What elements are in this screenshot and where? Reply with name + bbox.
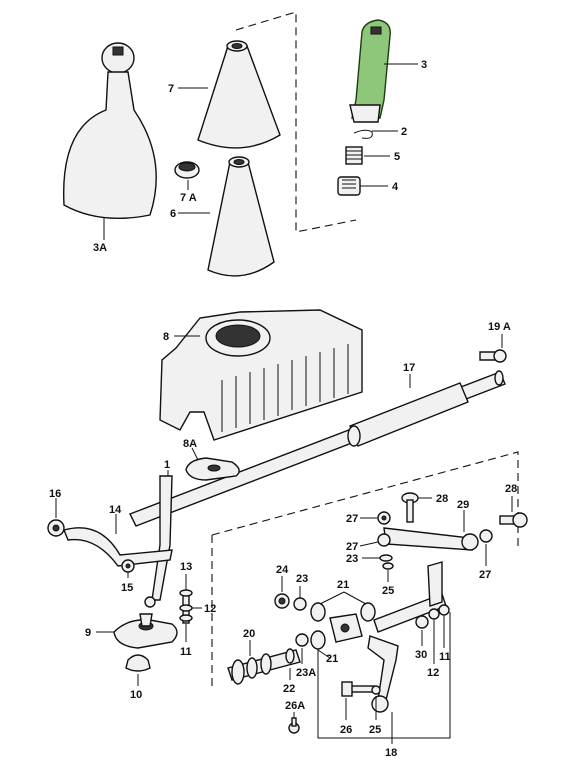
label-12b: 12 [427,667,439,679]
part-cap-10[interactable] [125,654,151,672]
part-arm-29[interactable] [383,527,479,551]
part-rod-17[interactable] [129,370,506,527]
label-2: 2 [401,126,407,138]
part-screw-26A[interactable] [288,717,300,734]
label-8A: 8A [183,438,197,450]
label-26A: 26A [285,700,305,712]
label-23A: 23A [296,667,316,679]
part-cone-7[interactable] [197,40,281,149]
part-bushing-16[interactable] [47,519,65,537]
part-ring-7A[interactable] [174,161,200,179]
part-shaft-20[interactable] [227,649,301,685]
label-10: 10 [130,689,142,701]
part-bracket-shaft[interactable] [373,561,447,633]
label-26: 26 [340,724,352,736]
label-5: 5 [394,151,400,163]
label-21a: 21 [337,579,349,591]
part-pad-8A[interactable] [185,457,240,481]
part-plate-9[interactable] [113,613,178,649]
part-gaiter-3A[interactable] [62,42,157,219]
label-14: 14 [109,504,122,516]
label-11a: 11 [180,646,192,658]
part-cone-6[interactable] [207,156,275,277]
part-housing-8[interactable] [159,309,363,441]
label-8: 8 [163,331,169,343]
part-washer-11b[interactable] [438,604,450,616]
bracket-lower [317,612,451,739]
label-13: 13 [180,561,192,573]
label-27a: 27 [346,513,358,525]
label-25b: 25 [369,724,381,736]
part-bent-rod-14[interactable] [63,527,173,567]
part-ring-21a[interactable] [310,602,326,622]
label-28a: 28 [436,493,448,505]
label-28b: 28 [505,483,517,495]
label-22: 22 [283,683,295,695]
part-nut-24[interactable] [274,593,290,609]
label-27b: 27 [346,541,358,553]
part-ring-22[interactable] [285,648,295,664]
label-17: 17 [403,362,415,374]
label-1: 1 [164,459,170,471]
part-ring-21b[interactable] [360,602,376,622]
part-washer-25a[interactable] [382,562,394,570]
part-washer-23A[interactable] [295,633,309,647]
label-23b: 23 [296,573,308,585]
part-lever-1[interactable] [144,475,173,608]
label-29: 29 [457,499,469,511]
part-bolt-26[interactable] [341,681,375,697]
frame-lower [211,451,519,688]
label-3A: 3A [93,242,107,254]
label-24: 24 [276,564,289,576]
part-shift-knob-3[interactable] [349,19,391,123]
label-7A: 7 A [180,192,197,204]
label-9: 9 [85,627,91,639]
part-bushing-27a[interactable] [377,511,391,525]
part-joint[interactable] [329,613,363,643]
label-11b: 11 [439,651,451,663]
label-30: 30 [415,649,427,661]
label-6: 6 [170,208,176,220]
part-washer-25b[interactable] [371,685,381,695]
label-16: 16 [49,488,61,500]
leader-lines [55,63,513,744]
label-7: 7 [168,83,174,95]
label-3: 3 [421,59,427,71]
part-screw-19A[interactable] [479,349,507,363]
part-bushing-27b[interactable] [377,533,391,547]
label-12a: 12 [204,603,216,615]
label-25a: 25 [382,585,394,597]
part-washer-23b[interactable] [293,597,307,611]
label-18: 18 [385,747,397,759]
label-20: 20 [243,628,255,640]
part-clip-2[interactable] [353,129,373,139]
part-bush-4[interactable] [337,176,361,196]
part-washer-12a[interactable] [179,604,193,612]
part-ring-21c[interactable] [310,630,326,650]
part-nut-30[interactable] [415,615,429,629]
label-23a: 23 [346,553,358,565]
part-pin-28a[interactable] [401,492,419,523]
label-27c: 27 [479,569,491,581]
part-lever-18[interactable] [367,635,399,713]
part-washer-11a[interactable] [179,614,193,622]
label-4: 4 [392,181,399,193]
part-bushing-27c[interactable] [479,529,493,543]
part-washer-23a[interactable] [379,554,393,562]
label-19A: 19 A [488,321,511,333]
part-washer-12b[interactable] [428,608,440,620]
label-21b: 21 [326,653,338,665]
frame-upper [235,11,357,233]
part-spring-5[interactable] [345,146,363,165]
part-washer-15[interactable] [121,559,135,573]
part-bolt-28b[interactable] [499,512,528,528]
label-15: 15 [121,582,133,594]
